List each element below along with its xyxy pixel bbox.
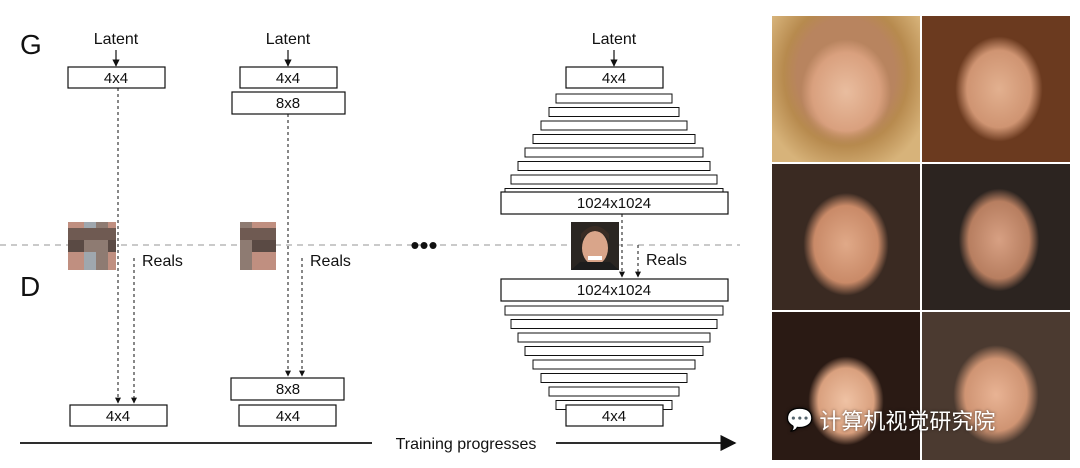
stage3-latent-label: Latent (592, 31, 637, 48)
stage2-d-4x4-label: 4x4 (276, 408, 300, 425)
discriminator-label: D (20, 271, 40, 302)
generator-label: G (20, 29, 42, 60)
layer-block (548, 107, 680, 117)
layer-block (510, 319, 718, 329)
layer-block (524, 346, 704, 356)
stage3-real-face-photo (571, 222, 619, 270)
stage3-g-layer-stack (504, 93, 724, 198)
layer-block (517, 332, 711, 343)
stage3-g-4x4-label: 4x4 (602, 70, 626, 87)
layer-block (532, 134, 696, 144)
face-image (922, 312, 1070, 460)
stage2-d-8x8-box (230, 377, 345, 401)
stage1-g-4x4-box (67, 66, 166, 89)
stage1-reals-label: Reals (142, 253, 183, 270)
stage2-g-8x8-label: 8x8 (276, 95, 300, 112)
progress-label: Training progresses (396, 436, 537, 453)
stage2-d-8x8-label: 8x8 (276, 381, 300, 398)
layer-block (555, 93, 673, 104)
stage1-g-4x4-label: 4x4 (104, 70, 128, 87)
stage1-d-4x4-label: 4x4 (106, 408, 130, 425)
layer-block (504, 305, 724, 316)
stage3-g-1024-box (500, 191, 729, 215)
stage3-d-4x4-label: 4x4 (602, 408, 626, 425)
stage1-d-4x4-box (69, 404, 168, 427)
layer-block (540, 120, 688, 131)
stage2-latent-label: Latent (266, 31, 311, 48)
stage1-pixelated-face (68, 222, 116, 270)
layer-block (532, 359, 696, 370)
stage2-reals-label: Reals (310, 253, 351, 270)
generated-faces-grid (772, 16, 1070, 460)
face-image (922, 164, 1070, 310)
stage3-g-1024-label: 1024x1024 (577, 195, 651, 212)
layer-block (510, 174, 718, 185)
face-image (772, 312, 920, 460)
stage2-g-4x4-box (239, 66, 338, 89)
stage2-d-4x4-box (238, 404, 337, 427)
ellipsis: ••• (410, 230, 437, 260)
stage2-pixelated-face (240, 222, 276, 270)
layer-block (548, 386, 680, 397)
stage3-d-1024-label: 1024x1024 (577, 282, 651, 299)
stage3-g-4x4-box (565, 66, 664, 89)
stage1-latent-label: Latent (94, 31, 139, 48)
wechat-icon: 💬 (786, 407, 814, 433)
diagram-svg: G D Latent 4x4 Reals 4x4 Latent 4x4 8x8 … (0, 29, 740, 453)
face-image (772, 16, 920, 162)
stage3-reals-label: Reals (646, 252, 687, 269)
stage2-g-4x4-label: 4x4 (276, 70, 300, 87)
face-image (772, 164, 920, 310)
stage3-d-layer-stack (504, 305, 724, 410)
layer-block (540, 373, 688, 383)
watermark-text: 计算机视觉研究院 (819, 410, 996, 435)
layer-block (517, 161, 711, 171)
stage3-d-1024-box (500, 278, 729, 302)
watermark: 💬 计算机视觉研究院 (786, 404, 995, 436)
face-image (922, 16, 1070, 162)
stage3-d-4x4-box (565, 404, 664, 427)
layer-block (524, 147, 704, 158)
